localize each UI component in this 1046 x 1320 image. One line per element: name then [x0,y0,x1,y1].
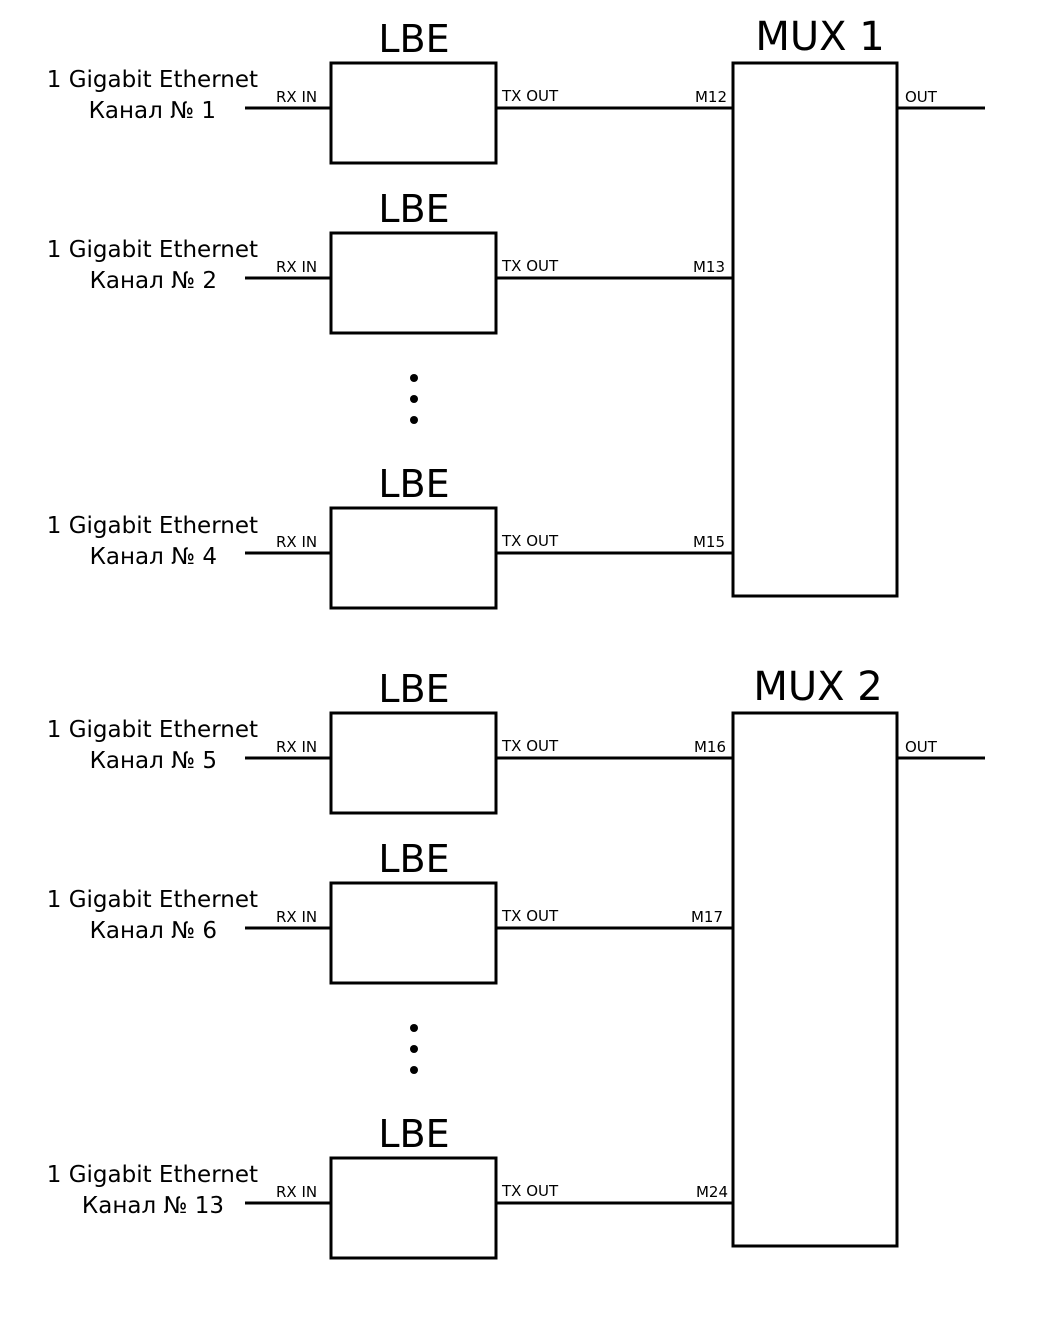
channel-4-name: Канал № 4 [90,544,217,570]
tx-out-label: TX OUT [501,87,559,105]
mux-port-label: M17 [691,908,723,926]
channel-2-name: Канал № 2 [90,268,217,294]
channel-5-name: Канал № 5 [90,748,217,774]
mux-port-label: M13 [693,258,725,276]
dot [410,1066,418,1074]
mux-port-label: M12 [695,88,727,106]
channel-6-name: Канал № 6 [90,918,217,944]
dot [410,1024,418,1032]
lbe-5-label: LBE [378,667,449,711]
rx-in-label: RX IN [276,88,317,106]
channel-row: 1 Gigabit Ethernet Канал № 2 LBE RX IN T… [47,187,733,335]
lbe-2-box [329,231,498,335]
lbe-6-box [329,881,498,985]
rx-in-label: RX IN [276,1183,317,1201]
channel-row: 1 Gigabit Ethernet Канал № 6 LBE RX IN T… [47,837,733,985]
channel-1-title: 1 Gigabit Ethernet [47,67,258,93]
lbe-1-label: LBE [378,17,449,61]
channel-13-name: Канал № 13 [82,1193,224,1219]
lbe-4-label: LBE [378,462,449,506]
lbe-4-box [329,506,498,610]
channel-row: 1 Gigabit Ethernet Канал № 13 LBE RX IN … [47,1112,733,1260]
tx-out-label: TX OUT [501,532,559,550]
mux-port-label: M16 [694,738,726,756]
ellipsis-dots [410,374,418,424]
dot [410,395,418,403]
channel-row: 1 Gigabit Ethernet Канал № 1 LBE RX IN T… [47,17,733,165]
rx-in-label: RX IN [276,258,317,276]
lbe-1-box [329,61,498,165]
channel-13-title: 1 Gigabit Ethernet [47,1162,258,1188]
dot [410,374,418,382]
lbe-13-label: LBE [378,1112,449,1156]
tx-out-label: TX OUT [501,737,559,755]
tx-out-label: TX OUT [501,907,559,925]
rx-in-label: RX IN [276,738,317,756]
lbe-2-label: LBE [378,187,449,231]
channel-6-title: 1 Gigabit Ethernet [47,887,258,913]
mux-1-box [731,61,899,598]
channel-5-title: 1 Gigabit Ethernet [47,717,258,743]
group-2: MUX 2 OUT 1 Gigabit Ethernet Канал № 5 L… [47,664,985,1260]
mux-2-label: MUX 2 [753,664,882,710]
rx-in-label: RX IN [276,533,317,551]
group-1: MUX 1 OUT 1 Gigabit Ethernet Канал № 1 L… [47,14,985,610]
mux-port-label: M15 [693,533,725,551]
tx-out-label: TX OUT [501,257,559,275]
channel-row: 1 Gigabit Ethernet Канал № 5 LBE RX IN T… [47,667,733,815]
mux-1-out-label: OUT [905,88,938,106]
dot [410,416,418,424]
lbe-5-box [329,711,498,815]
tx-out-label: TX OUT [501,1182,559,1200]
lbe-13-box [329,1156,498,1260]
channel-4-title: 1 Gigabit Ethernet [47,513,258,539]
mux-2-box [731,711,899,1248]
lbe-6-label: LBE [378,837,449,881]
channel-1-name: Канал № 1 [89,98,216,124]
channel-row: 1 Gigabit Ethernet Канал № 4 LBE RX IN T… [47,462,733,610]
rx-in-label: RX IN [276,908,317,926]
ellipsis-dots [410,1024,418,1074]
mux-1-label: MUX 1 [755,14,884,60]
channel-2-title: 1 Gigabit Ethernet [47,237,258,263]
mux-port-label: M24 [696,1183,728,1201]
mux-2-out-label: OUT [905,738,938,756]
dot [410,1045,418,1053]
